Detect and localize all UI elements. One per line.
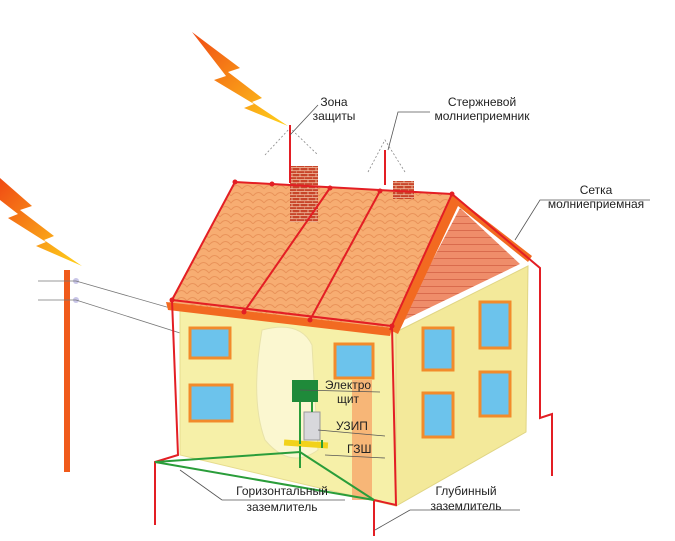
lightning-bolt-left	[0, 178, 82, 266]
ground-bus	[283, 439, 329, 449]
label-protection-zone-line2: защиты	[313, 109, 356, 123]
gable-roof-edge	[390, 194, 532, 334]
label-horizontal-line1: Горизонтальный	[236, 484, 328, 498]
chimney-right	[393, 181, 414, 199]
grounding-conductors	[154, 402, 375, 501]
leader-lines	[179, 104, 650, 531]
wall-cutaway	[256, 326, 319, 459]
label-protection-zone-line1: Зона	[320, 95, 348, 109]
label-rod-line1: Стержневой	[448, 95, 516, 109]
label-spd: УЗИП	[336, 419, 368, 433]
lightning-bolt-top	[192, 32, 288, 126]
label-deep-line1: Глубинный	[435, 484, 496, 498]
windows	[188, 300, 512, 439]
label-horizontal-line2: заземлитель	[247, 500, 318, 514]
electrical-panel	[292, 380, 318, 402]
spd-device	[303, 411, 321, 441]
utility-pole	[64, 270, 70, 472]
roof-eave	[166, 302, 392, 336]
window-frame-column	[352, 380, 372, 500]
label-rod-line2: молниеприемник	[434, 109, 530, 123]
gable-siding	[400, 208, 520, 322]
label-deep-line2: заземлитель	[431, 499, 502, 513]
roof	[168, 182, 452, 330]
label-mesh-line2: молниеприемная	[548, 197, 644, 211]
conductor-joints	[169, 179, 455, 329]
label-panel-line2: щит	[337, 392, 360, 406]
chimney-left	[290, 166, 318, 222]
label-gzsh: ГЗШ	[347, 442, 371, 456]
label-mesh-line1: Сетка	[580, 183, 613, 197]
label-panel-line1: Электро	[325, 378, 371, 392]
lightning-conductors	[154, 125, 553, 536]
